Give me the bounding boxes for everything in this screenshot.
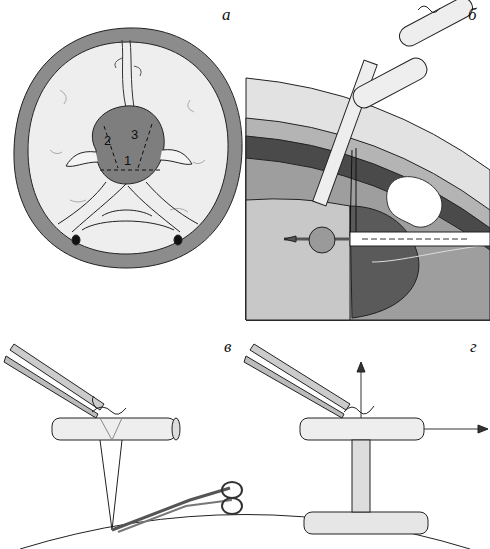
panel-a-drawing [14, 28, 242, 268]
panel-g-drawing [244, 344, 488, 534]
panel-b-drawing [246, 0, 490, 320]
callout-number: 2 [104, 134, 111, 147]
callout-number: 3 [131, 128, 138, 141]
panel-letter: б [468, 6, 477, 23]
panel-letter: в [224, 338, 231, 355]
panel-letter: а [222, 6, 231, 23]
panel-letter: г [470, 338, 477, 355]
callout-number: 1 [124, 154, 131, 167]
panel-v-drawing [4, 344, 470, 549]
